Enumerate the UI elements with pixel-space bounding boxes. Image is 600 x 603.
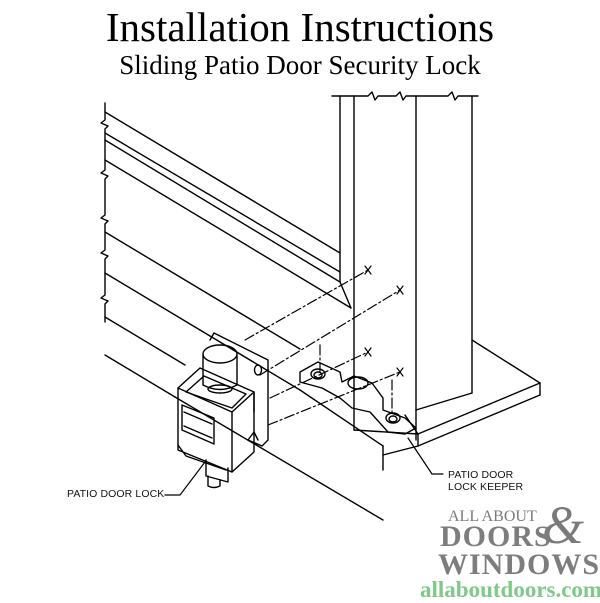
frame-top-break-line bbox=[331, 91, 479, 101]
logo-all-about: ALL ABOUT bbox=[448, 508, 537, 525]
sill-block bbox=[174, 339, 541, 521]
patio-door-lock bbox=[177, 332, 269, 489]
logo-ampersand: & bbox=[542, 495, 585, 555]
leader-lines bbox=[164, 437, 444, 496]
logo-windows: WINDOWS bbox=[438, 548, 600, 581]
door-stile bbox=[339, 95, 473, 441]
keeper-callout-label: PATIO DOOR LOCK KEEPER bbox=[448, 469, 523, 493]
keeper-callout-line1: PATIO DOOR bbox=[448, 469, 514, 481]
keeper-callout-line2: LOCK KEEPER bbox=[448, 481, 524, 493]
door-track-lines bbox=[104, 111, 352, 398]
logo-doors: DOORS bbox=[440, 520, 552, 553]
lock-callout-label: PATIO DOOR LOCK bbox=[67, 488, 165, 500]
alignment-lines bbox=[244, 269, 401, 426]
lock-keeper bbox=[299, 361, 417, 435]
fixed-panel-break-line bbox=[100, 102, 109, 323]
alignment-marks bbox=[364, 265, 404, 377]
page-title: Installation Instructions bbox=[105, 4, 495, 50]
page-subtitle: Sliding Patio Door Security Lock bbox=[119, 50, 481, 80]
logo-url: allaboutdoors.com bbox=[420, 577, 600, 602]
